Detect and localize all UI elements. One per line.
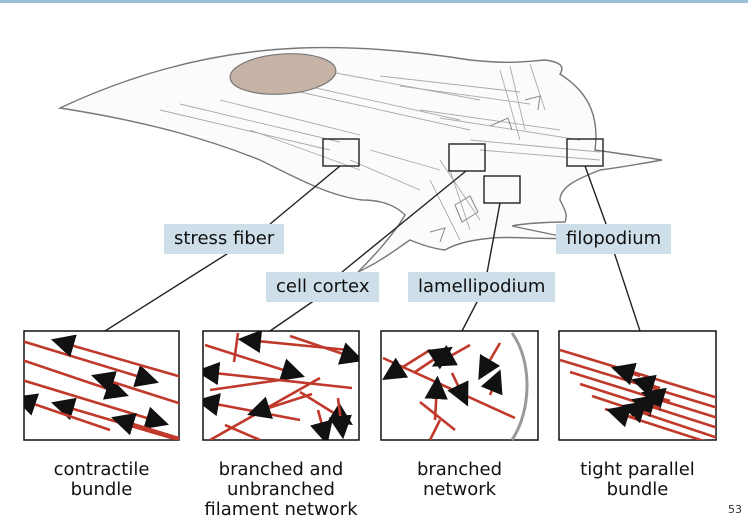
cell-cortex-label: cell cortex	[266, 272, 380, 302]
caption-line: bundle	[606, 479, 669, 500]
caption-line: unbranched	[227, 479, 335, 500]
lamellipodium-marker	[483, 175, 521, 204]
filopodium-leader-bottom	[613, 251, 641, 332]
caption-filament-network: branched and unbranched filament network	[193, 460, 369, 520]
caption-line: branched and	[218, 459, 344, 480]
panel-filament-network	[202, 330, 360, 441]
stress-fiber-leader-top	[269, 165, 341, 225]
stress-fiber-marker	[322, 138, 360, 167]
lamellipodium-leader-top	[486, 202, 501, 274]
filopodium-leader-top	[584, 165, 607, 225]
nucleus	[229, 53, 337, 95]
panel-tight-parallel-bundle	[558, 330, 717, 441]
lamellipodium-label: lamellipodium	[408, 272, 556, 302]
cell-fibers	[159, 63, 601, 241]
caption-line: branched	[416, 459, 503, 480]
cell-illustration	[57, 46, 663, 273]
caption-tight-parallel-bundle: tight parallel bundle	[559, 460, 716, 500]
cell-cortex-leader-top	[341, 170, 467, 273]
panel-contractile-bundle	[23, 330, 180, 441]
panel-branched-network	[380, 330, 539, 441]
caption-line: bundle	[70, 479, 133, 500]
caption-line: tight parallel	[580, 459, 695, 480]
page-number: 53	[728, 503, 742, 516]
caption-line: contractile	[53, 459, 150, 480]
lamellipodium-leader-bottom	[461, 299, 479, 332]
caption-line: filament network	[204, 499, 358, 520]
cell-cortex-leader-bottom	[269, 299, 316, 332]
cell-cortex-marker	[448, 143, 486, 172]
top-rule	[0, 0, 748, 3]
stress-fiber-label: stress fiber	[164, 224, 285, 254]
caption-line: network	[422, 479, 497, 500]
caption-branched-network: branched network	[381, 460, 538, 500]
region-markers	[322, 138, 604, 204]
stress-fiber-leader-bottom	[104, 251, 231, 332]
filopodium-label: filopodium	[556, 224, 672, 254]
cell-protrusions	[429, 95, 541, 243]
leader-lines	[104, 165, 641, 332]
caption-contractile-bundle: contractile bundle	[24, 460, 179, 500]
